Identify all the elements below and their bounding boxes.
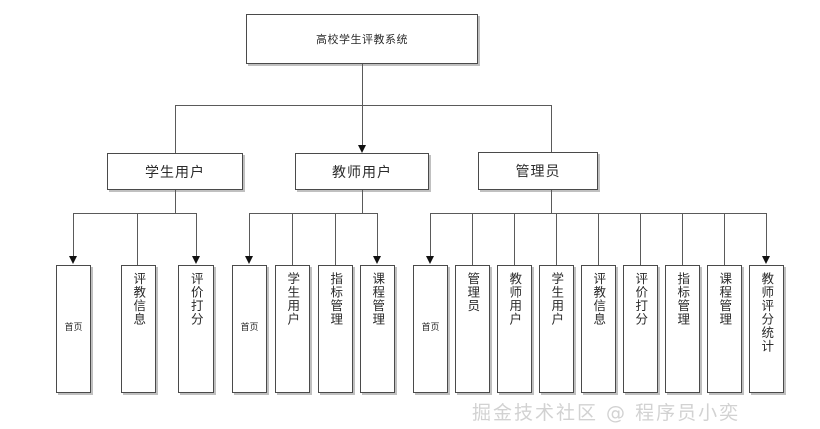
leaf-admin-7-label: 课程管理 xyxy=(717,272,733,326)
leaf-teacher-3-inner: 课程管理 xyxy=(363,272,392,386)
leaf-teacher-1[interactable]: 学生用户 xyxy=(275,265,310,393)
leaf-admin-5[interactable]: 评价打分 xyxy=(623,265,658,393)
leaf-teacher-2-inner: 指标管理 xyxy=(321,272,350,386)
leaf-admin-0[interactable]: 首页 xyxy=(413,265,448,393)
connector-student-leaf-0 xyxy=(73,213,74,257)
arrow-teacher-leaf-3 xyxy=(373,256,381,264)
connector-root-stem xyxy=(362,64,363,106)
node-root-label: 高校学生评教系统 xyxy=(316,33,408,46)
leaf-teacher-0-label: 首页 xyxy=(240,323,259,334)
leaf-admin-2-label: 教师用户 xyxy=(507,272,523,326)
leaf-admin-6-label: 指标管理 xyxy=(675,272,691,326)
connector-drop-student xyxy=(175,105,176,153)
leaf-teacher-0-inner: 首页 xyxy=(235,272,264,386)
arrow-student-leaf-0 xyxy=(69,256,77,264)
connector-admin-leaf-3 xyxy=(556,213,557,265)
leaf-admin-1-label: 管理员 xyxy=(465,272,481,313)
arrow-admin-leaf-0 xyxy=(426,256,434,264)
leaf-admin-8-label: 教师评分统计 xyxy=(759,272,775,353)
leaf-student-0-label: 首页 xyxy=(64,323,83,334)
leaf-admin-5-inner: 评价打分 xyxy=(626,272,655,386)
node-root[interactable]: 高校学生评教系统 xyxy=(246,14,478,64)
node-admin[interactable]: 管理员 xyxy=(478,152,598,190)
leaf-teacher-1-inner: 学生用户 xyxy=(278,272,307,386)
leaf-teacher-3[interactable]: 课程管理 xyxy=(360,265,395,393)
leaf-admin-6[interactable]: 指标管理 xyxy=(665,265,700,393)
leaf-student-2-inner: 评价打分 xyxy=(181,272,211,386)
leaf-student-1[interactable]: 评教信息 xyxy=(121,265,156,393)
node-student-user[interactable]: 学生用户 xyxy=(107,153,243,190)
leaf-admin-2-inner: 教师用户 xyxy=(500,272,529,386)
leaf-admin-4-label: 评教信息 xyxy=(591,272,607,326)
leaf-admin-1[interactable]: 管理员 xyxy=(455,265,490,393)
node-teacher-user-label: 教师用户 xyxy=(332,164,392,181)
connector-student-leaf-2 xyxy=(196,213,197,257)
leaf-admin-8[interactable]: 教师评分统计 xyxy=(749,265,784,393)
connector-admin-stem xyxy=(551,190,552,213)
node-teacher-user[interactable]: 教师用户 xyxy=(295,153,429,190)
connector-teacher-stem xyxy=(362,190,363,213)
connector-admin-leaf-8 xyxy=(766,213,767,257)
connector-admin-leaf-5 xyxy=(640,213,641,265)
connector-admin-leaf-2 xyxy=(514,213,515,265)
connector-student-leaf-1 xyxy=(137,213,138,265)
leaf-admin-4[interactable]: 评教信息 xyxy=(581,265,616,393)
leaf-teacher-2-label: 指标管理 xyxy=(328,272,344,326)
leaf-admin-4-inner: 评教信息 xyxy=(584,272,613,386)
connector-level2-bus xyxy=(175,105,551,106)
connector-teacher-bus xyxy=(249,213,378,214)
arrow-to-teacher xyxy=(358,145,366,153)
connector-teacher-leaf-1 xyxy=(292,213,293,265)
leaf-student-2-label: 评价打分 xyxy=(188,272,204,326)
connector-admin-leaf-4 xyxy=(598,213,599,265)
node-student-user-label: 学生用户 xyxy=(145,164,205,181)
leaf-admin-3-label: 学生用户 xyxy=(549,272,565,326)
leaf-admin-2[interactable]: 教师用户 xyxy=(497,265,532,393)
leaf-admin-8-inner: 教师评分统计 xyxy=(752,272,781,386)
leaf-student-0-inner: 首页 xyxy=(59,272,88,386)
connector-admin-leaf-1 xyxy=(472,213,473,265)
watermark-text: 掘金技术社区 @ 程序员小奕 xyxy=(472,402,741,424)
arrow-teacher-leaf-0 xyxy=(245,256,253,264)
leaf-student-1-inner: 评教信息 xyxy=(124,272,153,386)
connector-drop-teacher xyxy=(362,105,363,146)
leaf-student-0[interactable]: 首页 xyxy=(56,265,91,393)
node-admin-label: 管理员 xyxy=(515,164,561,180)
connector-admin-leaf-6 xyxy=(682,213,683,265)
leaf-student-1-label: 评教信息 xyxy=(131,272,147,326)
leaf-admin-7-inner: 课程管理 xyxy=(710,272,739,386)
connector-student-stem xyxy=(175,190,176,213)
leaf-teacher-3-label: 课程管理 xyxy=(370,272,386,326)
leaf-admin-3-inner: 学生用户 xyxy=(542,272,571,386)
leaf-admin-7[interactable]: 课程管理 xyxy=(707,265,742,393)
leaf-admin-0-inner: 首页 xyxy=(416,272,445,386)
connector-admin-leaf-7 xyxy=(724,213,725,265)
leaf-admin-3[interactable]: 学生用户 xyxy=(539,265,574,393)
leaf-admin-5-label: 评价打分 xyxy=(633,272,649,326)
leaf-teacher-1-label: 学生用户 xyxy=(285,272,301,326)
leaf-teacher-0[interactable]: 首页 xyxy=(232,265,267,393)
connector-admin-leaf-0 xyxy=(430,213,431,257)
connector-teacher-leaf-0 xyxy=(249,213,250,257)
leaf-student-2[interactable]: 评价打分 xyxy=(178,265,214,393)
connector-teacher-leaf-2 xyxy=(335,213,336,265)
leaf-admin-1-inner: 管理员 xyxy=(458,272,487,386)
arrow-student-leaf-2 xyxy=(192,256,200,264)
leaf-admin-6-inner: 指标管理 xyxy=(668,272,697,386)
leaf-teacher-2[interactable]: 指标管理 xyxy=(318,265,353,393)
connector-drop-admin xyxy=(551,105,552,153)
connector-student-bus xyxy=(73,213,196,214)
arrow-admin-leaf-8 xyxy=(762,256,770,264)
connector-teacher-leaf-3 xyxy=(377,213,378,257)
leaf-admin-0-label: 首页 xyxy=(421,323,440,334)
